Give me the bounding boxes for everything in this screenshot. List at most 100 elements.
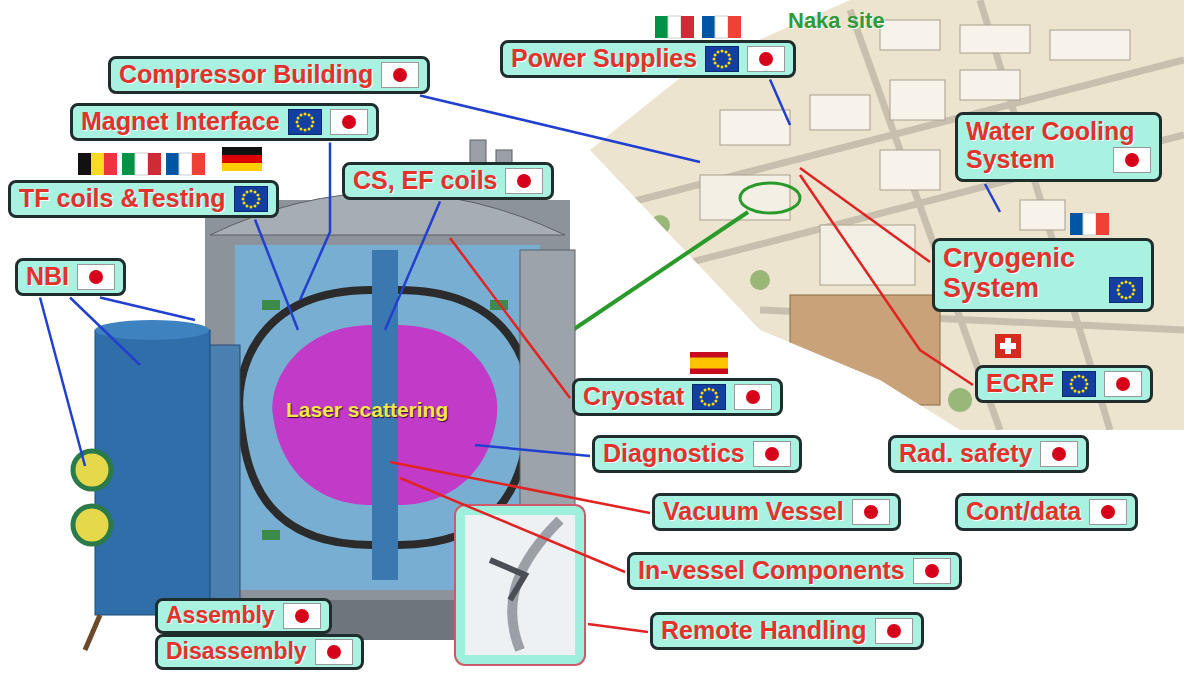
flag-star: [256, 193, 259, 196]
building: [1020, 200, 1065, 230]
eu-flag: [1109, 277, 1143, 303]
label-box: ECRF: [975, 365, 1153, 403]
germany-flag: [222, 147, 262, 171]
leader-line: [385, 202, 440, 331]
eu-flag: [692, 384, 726, 410]
building: [890, 80, 945, 120]
flag-star: [717, 50, 720, 53]
france-flag: [702, 16, 741, 38]
box-text: Vacuum Vessel: [663, 498, 844, 526]
building: [810, 95, 870, 130]
box-text: ECRF: [986, 370, 1054, 398]
label-box: CS, EF coils: [342, 162, 554, 200]
flag-disc: [759, 52, 773, 66]
flag-field: [693, 384, 726, 409]
box-text: Rad. safety: [899, 440, 1032, 468]
flag-star: [1133, 289, 1136, 292]
flag-star: [728, 61, 731, 64]
flag-field: [234, 186, 267, 211]
box-text: Compressor Building: [119, 61, 373, 89]
flag-star: [716, 395, 719, 398]
building: [720, 110, 790, 145]
leader-line: [450, 238, 570, 398]
flag-disc: [765, 447, 779, 461]
flag-disc: [327, 645, 341, 659]
flag-star: [701, 399, 704, 402]
label-box: Water Cooling System: [955, 112, 1162, 182]
flag-star: [714, 53, 717, 56]
flag-field: [288, 109, 321, 134]
flag-star: [310, 116, 313, 119]
eu-flag: [1062, 371, 1096, 397]
flag-disc: [1116, 377, 1130, 391]
flag-star: [1117, 289, 1120, 292]
box-text: In-vessel Components: [638, 557, 905, 585]
main-building: [790, 295, 940, 405]
box-text: Disassembly: [166, 639, 307, 664]
flag-star: [728, 53, 731, 56]
flag-star: [295, 120, 298, 123]
building: [1050, 30, 1130, 60]
flag-star: [1118, 285, 1121, 288]
flag-disc: [887, 624, 901, 638]
flag-disc: [89, 270, 103, 284]
italy-flag: [122, 153, 161, 175]
flag-star: [311, 120, 314, 123]
leader-line: [255, 220, 298, 331]
flag-field: [852, 499, 889, 524]
leader-line: [70, 298, 140, 366]
leader-line: [300, 143, 330, 301]
leader-line: [800, 168, 930, 262]
leader-line: [770, 80, 790, 126]
label-box: Compressor Building: [108, 56, 430, 94]
flag-disc: [295, 609, 309, 623]
flag-star: [1084, 378, 1087, 381]
flag-star: [1125, 281, 1128, 284]
box-text: Remote Handling: [661, 617, 867, 645]
leader-line: [420, 96, 700, 163]
france-flag: [1070, 213, 1109, 235]
label-box: Cont/data: [955, 493, 1138, 531]
japan-flag: [1089, 499, 1127, 525]
box-text: Cryogenic System: [943, 244, 1143, 303]
flag-star: [725, 50, 728, 53]
eu-flag: [705, 46, 739, 72]
flag-field: [1114, 148, 1151, 173]
belgium-flag: [78, 153, 117, 175]
leader-line: [100, 298, 195, 321]
flag-star: [310, 124, 313, 127]
site-highlight: [740, 183, 800, 213]
label-box: Cryogenic System: [932, 238, 1154, 312]
flag-star: [1074, 375, 1077, 378]
japan-flag: [283, 603, 321, 629]
building: [820, 225, 915, 285]
flag-star: [708, 387, 711, 390]
box-text: Water Cooling System: [966, 118, 1151, 173]
leader-line: [985, 184, 1000, 212]
flag-disc: [1125, 153, 1139, 167]
flag-field: [706, 46, 739, 71]
tree: [750, 270, 770, 290]
flag-disc: [925, 564, 939, 578]
flag-star: [257, 197, 260, 200]
flag-star: [296, 116, 299, 119]
ef-coil: [262, 300, 280, 310]
flag-star: [1131, 293, 1134, 296]
label-box: Vacuum Vessel: [652, 493, 901, 531]
tree: [650, 215, 670, 235]
flag-field: [1041, 441, 1078, 466]
flag-disc: [393, 68, 407, 82]
flag-star: [253, 190, 256, 193]
flag-star: [256, 201, 259, 204]
japan-flag: [1113, 147, 1151, 173]
building: [880, 150, 940, 190]
box-text: Magnet Interface: [81, 108, 280, 136]
label-box: Magnet Interface: [70, 103, 379, 141]
flag-star: [303, 112, 306, 115]
box-text: TF coils &Testing: [19, 185, 226, 213]
flag-star: [242, 193, 245, 196]
eu-flag: [288, 109, 322, 135]
flag-star: [713, 57, 716, 60]
